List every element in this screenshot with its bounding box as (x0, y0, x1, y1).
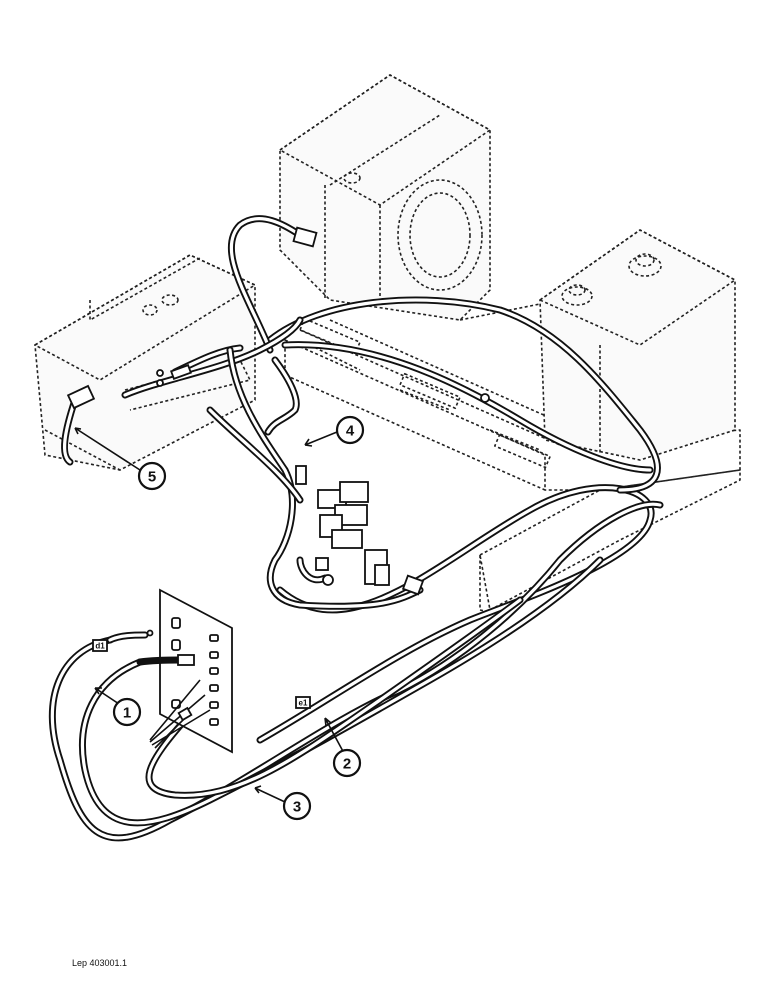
tag-d1: d1 (92, 639, 108, 652)
battery-box (34, 254, 256, 471)
callout-4: 4 (304, 415, 365, 447)
callout-1: 1 (94, 687, 142, 727)
tag-e1: e1 (295, 696, 311, 709)
callout-5: 5 (74, 427, 167, 491)
callout-3: 3 (254, 785, 312, 821)
chassis-frame (284, 317, 741, 613)
svg-text:5: 5 (148, 469, 156, 486)
callout-2: 2 (324, 717, 362, 778)
svg-text:2: 2 (343, 756, 351, 773)
svg-text:e1: e1 (299, 699, 308, 708)
svg-text:d1: d1 (95, 642, 105, 651)
fuel-tank (539, 229, 736, 461)
instrument-panel (106, 588, 233, 754)
harness-cables (48, 215, 664, 842)
figure-reference: Lep 403001.1 (72, 958, 128, 968)
svg-text:1: 1 (123, 705, 131, 722)
radiator-housing (279, 74, 561, 321)
svg-text:3: 3 (293, 799, 301, 816)
components (66, 226, 490, 596)
svg-text:4: 4 (346, 423, 355, 440)
